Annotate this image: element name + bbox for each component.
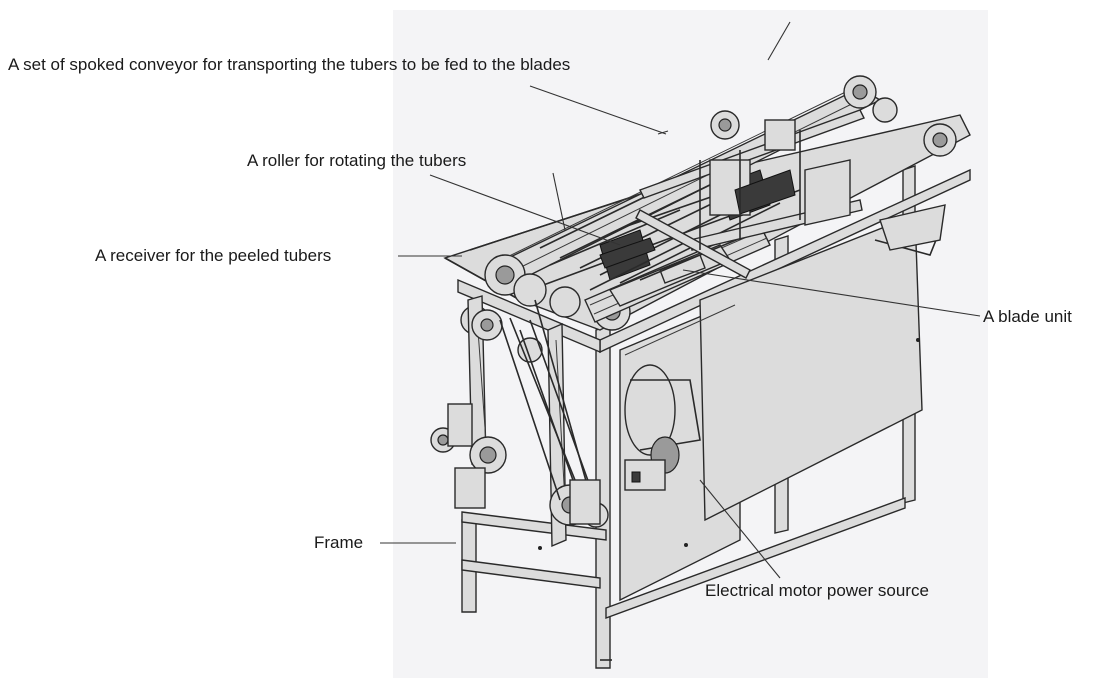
label-frame: Frame — [314, 533, 364, 552]
label-roller: A roller for rotating the tubers — [247, 151, 467, 170]
side-chute — [879, 204, 946, 251]
label-motor: Electrical motor power source — [705, 581, 929, 600]
label-receiver: A receiver for the peeled tubers — [95, 246, 332, 265]
belt-drives — [430, 295, 609, 548]
upper-assembly — [635, 109, 865, 279]
leader-lines — [380, 21, 981, 579]
label-conveyor: A set of spoked conveyor for transportin… — [8, 55, 571, 74]
label-blade-unit: A blade unit — [983, 307, 1072, 326]
